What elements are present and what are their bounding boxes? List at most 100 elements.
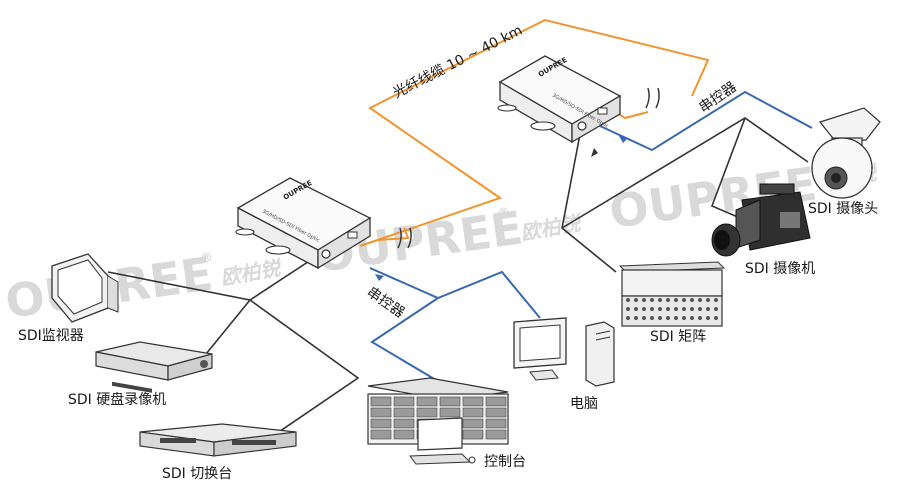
matrix-port-icon	[674, 298, 678, 302]
sdi-line-to-camcorder	[710, 117, 746, 219]
matrix-port-icon	[650, 316, 654, 320]
matrix-port-icon	[714, 307, 718, 311]
matrix-port-icon	[674, 316, 678, 320]
matrix-port-icon	[706, 316, 710, 320]
matrix-port-icon	[642, 298, 646, 302]
console-screen-icon	[462, 429, 484, 440]
bnc-port-icon	[321, 249, 331, 259]
matrix-port-icon	[706, 307, 710, 311]
dvr-knob-icon	[200, 360, 208, 368]
sdi-links	[107, 117, 809, 439]
mouse-icon	[468, 456, 476, 464]
matrix-port-icon	[658, 307, 662, 311]
console-screen-icon	[370, 407, 392, 418]
console-screen-icon	[393, 429, 415, 440]
fiber-pigtail-left	[377, 227, 410, 241]
matrix-port-icon	[650, 307, 654, 311]
matrix-port-icon	[658, 316, 662, 320]
ptz-camera-label: SDI 摄像头	[808, 201, 878, 217]
watermark-reg-left: ®	[200, 251, 213, 266]
console-screen-icon	[439, 396, 461, 407]
arrow-icon	[591, 148, 598, 157]
watermark-cn-mid: 欧柏锐	[519, 210, 585, 245]
matrix-port-icon	[698, 316, 702, 320]
matrix-port-icon	[682, 316, 686, 320]
console-screen-icon	[485, 429, 507, 440]
matrix-port-icon	[690, 316, 694, 320]
matrix-port-icon	[666, 298, 670, 302]
matrix-port-icon	[690, 298, 694, 302]
matrix-port-icon	[714, 298, 718, 302]
matrix-port-icon	[682, 298, 686, 302]
sdi-line-to-dvr	[205, 299, 251, 355]
arrow-icon	[375, 274, 384, 281]
console-screen-icon	[416, 396, 438, 407]
console-monitor-wall	[370, 396, 507, 440]
console-screen-icon	[485, 407, 507, 418]
fiber-cable	[359, 18, 710, 247]
console-screen-icon	[439, 407, 461, 418]
switcher-label: SDI 切换台	[162, 465, 232, 482]
fiber-transmitter[interactable]: OUPREE 3G/HD/SD-SDI Fiber Optic	[235, 177, 372, 270]
matrix-label: SDI 矩阵	[650, 329, 706, 345]
console-screen-icon	[462, 396, 484, 407]
matrix-port-icon	[634, 298, 638, 302]
matrix-port-icon	[642, 316, 646, 320]
console-screen-icon	[393, 418, 415, 429]
serial-arrows	[375, 136, 628, 281]
console-screen-icon	[485, 418, 507, 429]
serial-line-left-pc	[369, 267, 541, 319]
matrix-port-icon	[682, 307, 686, 311]
dvr-label: SDI 硬盘录像机	[68, 391, 166, 408]
matrix-port-icon	[714, 316, 718, 320]
watermark-reg-mid: ®	[497, 206, 510, 221]
matrix-port-icon	[666, 307, 670, 311]
console-screen-icon	[416, 407, 438, 418]
console-screen-icon	[370, 418, 392, 429]
sdi-dvr[interactable]	[95, 341, 213, 393]
watermark-cn-left: 欧柏锐	[219, 255, 285, 290]
computer[interactable]	[513, 317, 615, 387]
ptz-camera[interactable]	[811, 107, 881, 199]
matrix-port-icon	[650, 298, 654, 302]
matrix-port-icon	[626, 298, 630, 302]
console-screen-icon	[485, 396, 507, 407]
console-screen-icon	[370, 396, 392, 407]
console-screen-icon	[393, 407, 415, 418]
console-label: 控制台	[484, 454, 526, 470]
matrix-port-icon	[634, 316, 638, 320]
matrix-port-icon	[634, 307, 638, 311]
bnc-port-icon	[577, 121, 587, 131]
control-console[interactable]	[367, 377, 509, 465]
console-screen-icon	[462, 407, 484, 418]
matrix-port-icon	[626, 307, 630, 311]
camcorder[interactable]	[711, 183, 811, 257]
matrix-port-icon	[642, 307, 646, 311]
matrix-port-icon	[690, 307, 694, 311]
arrow-icon	[619, 136, 628, 143]
matrix-port-icon	[698, 298, 702, 302]
monitor-label: SDI监视器	[18, 328, 84, 344]
camcorder-label: SDI 摄像机	[745, 261, 815, 277]
console-screen-icon	[462, 418, 484, 429]
matrix-port-icon	[698, 307, 702, 311]
matrix-port-icon	[674, 307, 678, 311]
matrix-port-icon	[706, 298, 710, 302]
fiber-receiver[interactable]: OUPREE 3G/HD/SD-SDI Fiber Optic	[497, 55, 622, 144]
matrix-port-icon	[666, 316, 670, 320]
serial-line-left-console	[370, 297, 439, 381]
serial-label-right: 串控器	[696, 79, 740, 116]
sdi-switcher[interactable]	[139, 423, 297, 457]
matrix-ports	[626, 298, 718, 320]
serial-label-left: 串控器	[364, 284, 408, 321]
fiber-break-marks	[397, 87, 660, 249]
sdi-line-to-switcher	[249, 299, 360, 439]
console-screen-icon	[393, 396, 415, 407]
sdi-matrix[interactable]	[618, 261, 726, 327]
sdi-monitor[interactable]	[51, 253, 119, 323]
computer-label: 电脑	[570, 396, 598, 412]
matrix-port-icon	[658, 298, 662, 302]
matrix-port-icon	[626, 316, 630, 320]
ptz-dome-icon	[811, 137, 873, 199]
